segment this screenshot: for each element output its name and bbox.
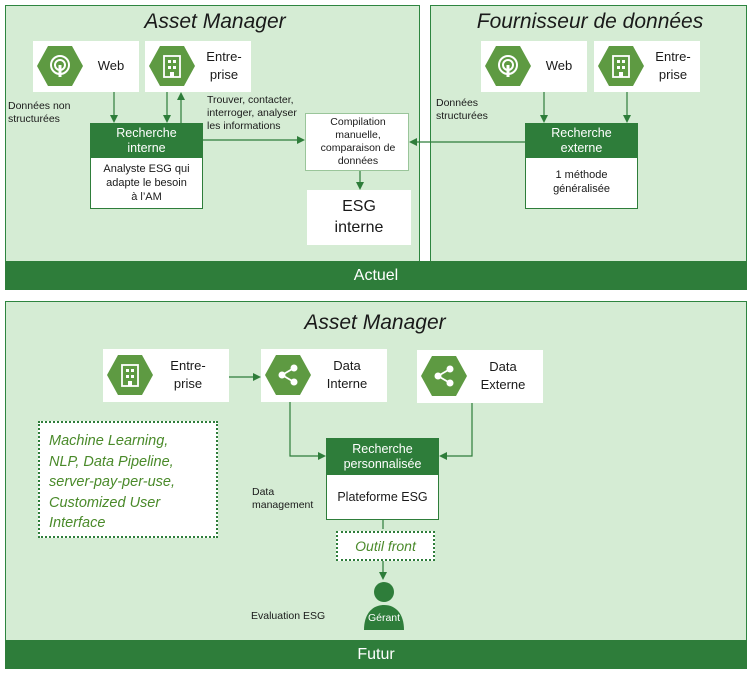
share-icon: [265, 355, 311, 395]
current-bar: Actuel: [5, 261, 747, 290]
platform-text: Plateforme ESG: [337, 490, 428, 504]
building-icon: [149, 46, 195, 86]
left-entreprise-label: Entre- prise: [206, 49, 242, 82]
future-bar-label: Futur: [357, 645, 395, 663]
custom-research-box: Recherche personnalisée Plateforme ESG: [326, 438, 439, 520]
evaluation-note: Evaluation ESG: [251, 610, 326, 622]
data-internal-card: Data Interne: [261, 349, 387, 402]
data-management-note: Data management: [252, 486, 314, 511]
share-icon: [421, 356, 467, 396]
external-research-head: Recherche externe: [526, 124, 637, 158]
right-entreprise-label: Entre- prise: [655, 49, 691, 82]
left-entreprise-card: Entre- prise: [145, 41, 251, 92]
tech-stack-text: Machine Learning, NLP, Data Pipeline, se…: [49, 433, 175, 531]
bottom-entreprise-label: Entre- prise: [170, 358, 206, 391]
internal-research-head: Recherche interne: [91, 124, 202, 158]
front-tool-text: Outil front: [355, 538, 416, 554]
left-web-card: Web: [33, 41, 139, 92]
find-contact-note: Trouver, contacter, interroger, analyser…: [207, 94, 297, 132]
web-beacon-icon: [485, 46, 531, 86]
tech-stack-box: Machine Learning, NLP, Data Pipeline, se…: [38, 421, 218, 538]
manager-label: Gérant: [367, 612, 401, 624]
compilation-text: Compilation manuelle, comparaison de don…: [320, 116, 396, 167]
internal-research-body: Analyste ESG qui adapte le besoin à l’AM: [103, 163, 190, 203]
building-icon: [107, 355, 153, 395]
right-entreprise-card: Entre- prise: [594, 41, 700, 92]
front-tool-box: Outil front: [336, 531, 435, 561]
data-external-label: Data Externe: [480, 359, 526, 392]
top-left-title: Asset Manager: [144, 10, 286, 33]
building-icon: [598, 46, 644, 86]
custom-research-head: Recherche personnalisée: [327, 439, 438, 475]
unstructured-data-note: Données non structurées: [8, 100, 71, 125]
bottom-entreprise-card: Entre- prise: [103, 349, 229, 402]
current-bar-label: Actuel: [353, 266, 399, 284]
structured-data-note: Données structurées: [436, 97, 488, 122]
left-web-label: Web: [97, 58, 125, 73]
esg-internal-text: ESG interne: [334, 198, 384, 236]
internal-research-box: Recherche interne Analyste ESG qui adapt…: [90, 123, 203, 209]
data-external-card: Data Externe: [417, 350, 543, 403]
external-research-body: 1 méthode généralisée: [553, 169, 610, 195]
data-internal-label: Data Interne: [326, 358, 368, 391]
external-research-box: Recherche externe 1 méthode généralisée: [525, 123, 638, 209]
bottom-title: Asset Manager: [304, 311, 446, 334]
top-right-title: Fournisseur de données: [476, 10, 704, 33]
person-icon: [364, 582, 404, 630]
web-beacon-icon: [37, 46, 83, 86]
right-web-card: Web: [481, 41, 587, 92]
right-web-label: Web: [545, 58, 573, 73]
esg-internal-box: ESG interne: [307, 190, 411, 245]
compilation-box: Compilation manuelle, comparaison de don…: [305, 113, 409, 171]
future-bar: Futur: [5, 640, 747, 669]
